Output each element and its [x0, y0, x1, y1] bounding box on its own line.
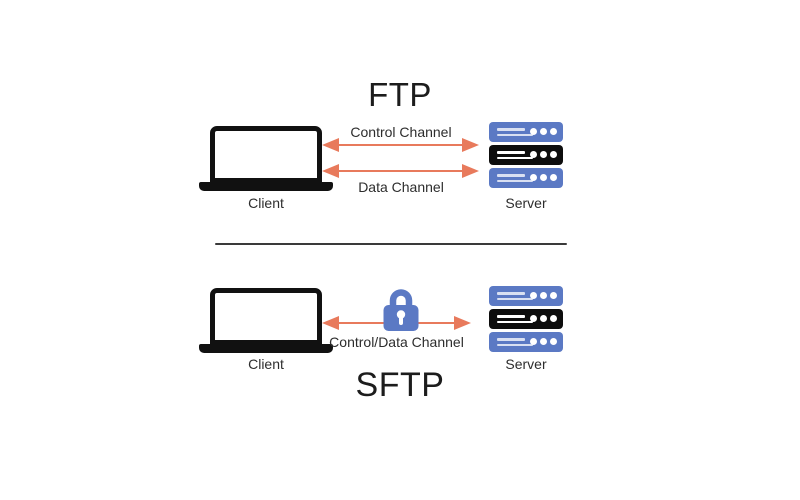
ftp-section-title: FTP: [368, 76, 432, 113]
lock-icon: [383, 289, 419, 331]
secure-channel-label: Control/Data Channel: [329, 334, 464, 350]
data-channel-arrow-icon: [322, 163, 479, 179]
section-divider: [215, 243, 567, 245]
ftp-client-label: Client: [248, 195, 284, 211]
arrow-left-head-icon: [322, 316, 339, 330]
server-icon: [489, 286, 563, 355]
arrow-right-head-icon: [454, 316, 471, 330]
server-rack-unit: [489, 168, 563, 188]
server-rack-unit: [489, 332, 563, 352]
server-icon: [489, 122, 563, 191]
arrow-right-head-icon: [462, 138, 479, 152]
sftp-server-label: Server: [505, 356, 547, 372]
control-channel-label: Control Channel: [350, 124, 452, 140]
server-rack-unit: [489, 145, 563, 165]
arrow-shaft: [335, 144, 466, 146]
arrow-left-head-icon: [322, 138, 339, 152]
laptop-screen: [210, 126, 322, 183]
arrow-right-head-icon: [462, 164, 479, 178]
sftp-section-title: SFTP: [355, 366, 445, 404]
arrow-shaft: [335, 170, 466, 172]
control-channel-arrow-icon: [322, 137, 479, 153]
laptop-base: [199, 344, 333, 353]
server-rack-unit: [489, 309, 563, 329]
arrow-left-head-icon: [322, 164, 339, 178]
laptop-icon: [199, 126, 333, 192]
server-rack-unit: [489, 122, 563, 142]
ftp-server-label: Server: [505, 195, 547, 211]
sftp-client-label: Client: [248, 356, 284, 372]
laptop-base: [199, 182, 333, 191]
laptop-screen: [210, 288, 322, 345]
data-channel-label: Data Channel: [358, 179, 444, 195]
laptop-icon: [199, 288, 333, 354]
server-rack-unit: [489, 286, 563, 306]
